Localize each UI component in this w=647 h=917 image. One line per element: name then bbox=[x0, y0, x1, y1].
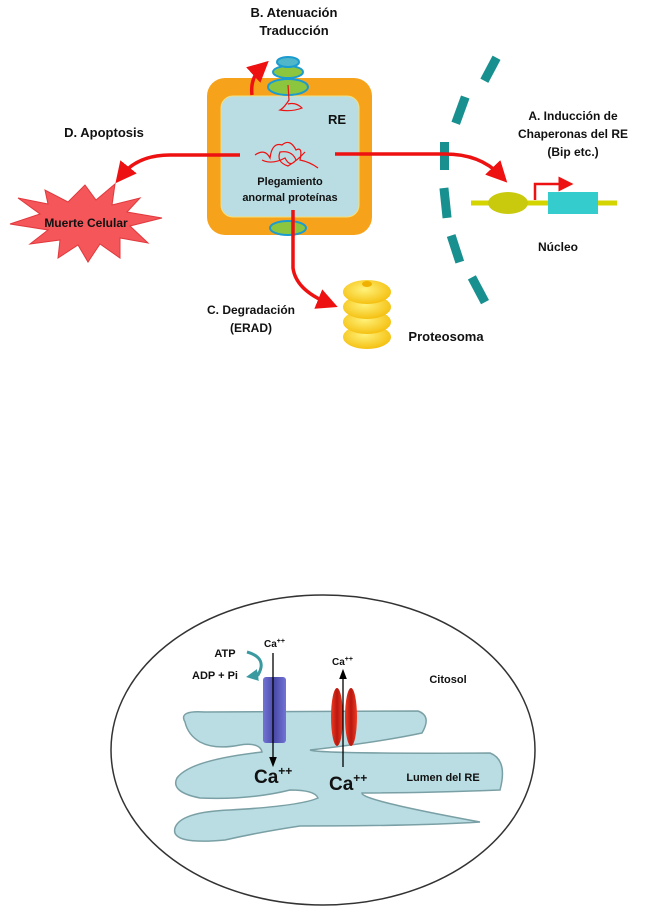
proteasome-label: Proteosoma bbox=[408, 329, 484, 344]
misfold-line2: anormal proteínas bbox=[242, 192, 337, 204]
label-c-line2: (ERAD) bbox=[230, 321, 272, 335]
cell-death-label: Muerte Celular bbox=[44, 216, 128, 230]
gene bbox=[471, 184, 617, 214]
misfold-line1: Plegamiento bbox=[257, 176, 323, 188]
calcium-pump bbox=[263, 677, 286, 743]
label-a-line3: (Bip etc.) bbox=[547, 145, 598, 159]
proteasome bbox=[343, 280, 391, 349]
atp-label: ATP bbox=[214, 648, 235, 660]
cytosol-label: Citosol bbox=[429, 674, 466, 686]
nuclear-envelope bbox=[439, 56, 500, 305]
label-a-line2: Chaperonas del RE bbox=[518, 127, 628, 141]
upr-diagram: B. Atenuación Traducción RE Plegamiento … bbox=[10, 5, 628, 349]
label-b-line2: Traducción bbox=[259, 23, 328, 38]
label-c-line1: C. Degradación bbox=[207, 303, 295, 317]
calcium-channel-left bbox=[331, 688, 343, 746]
label-b-line1: B. Atenuación bbox=[251, 5, 338, 20]
nucleus-label: Núcleo bbox=[538, 240, 578, 254]
label-a-line1: A. Inducción de bbox=[528, 109, 618, 123]
cell-outline bbox=[111, 595, 535, 905]
adp-label: ADP + Pi bbox=[192, 670, 238, 682]
translocon bbox=[270, 221, 306, 235]
calcium-channel-right bbox=[345, 688, 357, 746]
lumen-label: Lumen del RE bbox=[406, 772, 479, 784]
er-label: RE bbox=[328, 112, 346, 127]
label-d: D. Apoptosis bbox=[64, 125, 144, 140]
calcium-diagram: ATP ADP + Pi Ca++ Ca++ Ca++ Ca++ Citosol… bbox=[111, 595, 535, 905]
